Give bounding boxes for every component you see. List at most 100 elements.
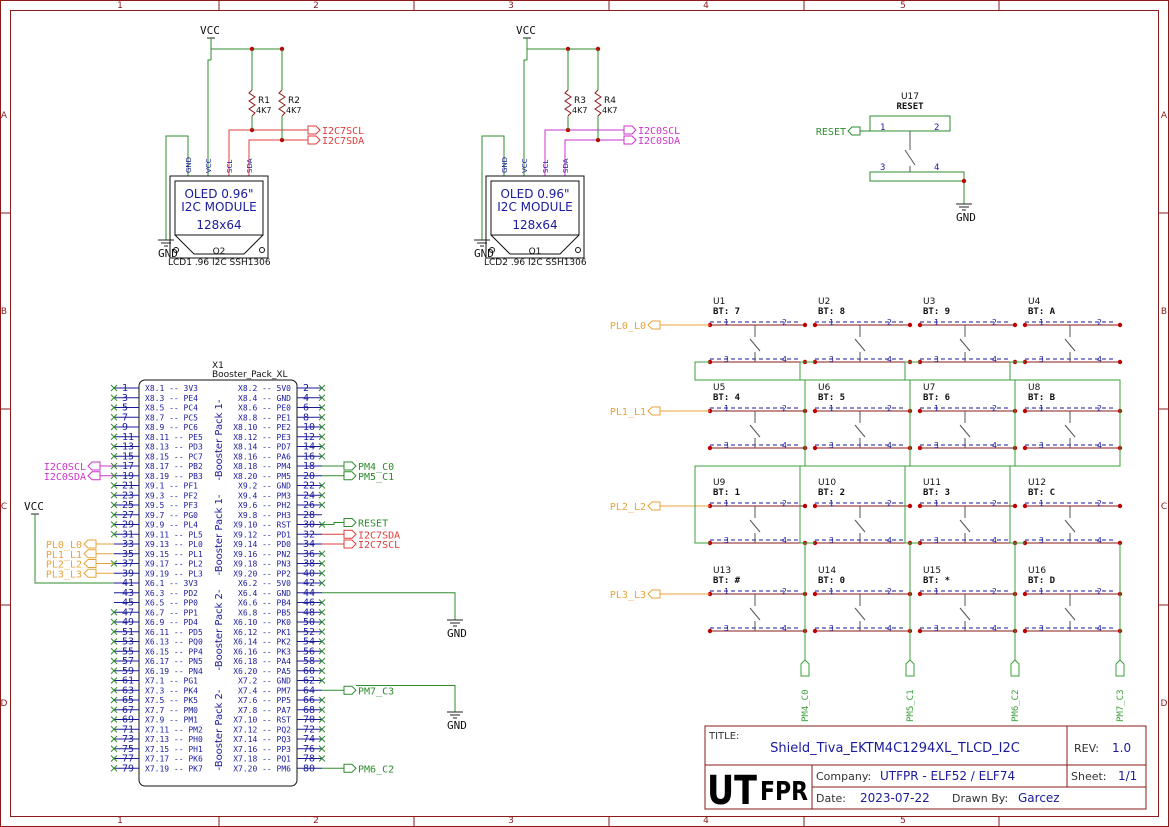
net-flag [343,685,357,695]
junction-dot [1117,503,1123,509]
pin-number-right: 30 [303,520,315,531]
pin-number-right: 8 [303,412,309,423]
switch-pin: 1 [724,404,729,413]
junction-dot [812,445,818,451]
col-wire [1009,448,1121,544]
pin-name-right: X7.12 -- PQ2 [233,725,291,734]
nc-stroke [110,706,118,714]
junction-dot [917,591,923,597]
switch-pin: 2 [1097,587,1102,596]
junction-dot [1117,322,1123,328]
pin-number-left: 13 [122,442,134,453]
lcd-pin-name: VCC [521,158,529,173]
pin-number-left: 19 [122,471,134,482]
switch-pin: 1 [934,318,939,327]
no-connect-mark [110,647,118,655]
pin-name-left: X9.17 -- PL2 [145,560,203,569]
net-label-text: PL0_L0 [46,540,82,551]
pin-name-left: X8.19 -- PB3 [145,472,203,481]
no-connect-mark [110,686,118,694]
pin-number-right: 80 [303,763,315,774]
switch-contact [749,338,761,352]
wire [322,522,344,525]
net-label-text: RESET [816,127,846,138]
switch-pin: 3 [724,536,729,545]
pin-number-left: 77 [122,754,134,765]
vcc-label: VCC [516,24,536,37]
switch-contact [959,338,971,352]
pin-name-right: X6.6 -- PB4 [238,599,291,608]
pin-number-left: 7 [122,412,128,423]
pin-number-right: 2 [303,383,309,394]
nc-stroke [110,608,118,616]
pin-number-right: 40 [303,568,315,579]
switch-pin: 1 [829,318,834,327]
pin-name-left: X8.17 -- PB2 [145,462,203,471]
switch-pin: 3 [934,355,939,364]
mount-hole [489,247,495,253]
no-connect-mark [110,384,118,392]
no-connect-mark [110,725,118,733]
switch-pin: 2 [887,587,892,596]
no-connect-mark [110,657,118,665]
nc-stroke [110,501,118,509]
pin-name-left: X8.7 -- PC5 [145,413,198,422]
net-label-text: PL2_L2 [46,560,82,571]
pin-number-right: 58 [303,656,315,667]
switch-value: RESET [896,102,924,112]
switch-pin: 4 [992,441,997,450]
switch-ref: U3 [923,297,935,307]
pin-name-right: X9.10 -- RST [233,521,291,530]
pin-number-left: 3 [122,393,128,404]
net-flag [847,126,861,136]
pin-name-right: X8.12 -- PE3 [233,433,291,442]
lcd-bezel [174,234,264,255]
switch-ref: U10 [818,478,836,488]
net-label-text: PM6_C2 [358,764,394,775]
keypad-row-net-label: PL3_L3 [610,589,661,601]
no-connect-mark [110,423,118,431]
switch-contact [854,607,866,621]
col-net-flag [1010,659,1020,677]
pin-number-left: 69 [122,715,134,726]
col-net-label: PM5_C1 [343,471,394,483]
no-connect-mark [318,404,326,411]
junction-dot [961,178,967,184]
pin-name-right: X6.14 -- PK2 [233,638,291,647]
switch-contact [1064,424,1076,438]
nc-stroke [110,618,118,626]
switch-ref: U17 [901,92,919,102]
nc-stroke [110,423,118,431]
nc-stroke [110,530,118,538]
net-flag [343,529,357,539]
no-connect-mark [110,433,118,441]
pin-name-left: X7.3 -- PK4 [145,686,198,695]
pin-name-right: X8.10 -- PE2 [233,423,291,432]
switch-pin: 3 [724,441,729,450]
net-label-text: PL0_L0 [610,321,646,332]
net-flag [307,125,321,135]
lcd-ref: O2 [213,247,226,257]
nc-stroke [110,394,118,402]
nc-stroke [110,686,118,694]
switch-pin: 4 [782,355,787,364]
pin-name-right: X9.12 -- PD1 [233,530,291,539]
switch-pin: 1 [829,499,834,508]
vcc-to-pin [523,59,527,176]
net-flag [647,501,661,511]
nc-stroke [318,384,326,392]
no-connect-mark [110,618,118,626]
